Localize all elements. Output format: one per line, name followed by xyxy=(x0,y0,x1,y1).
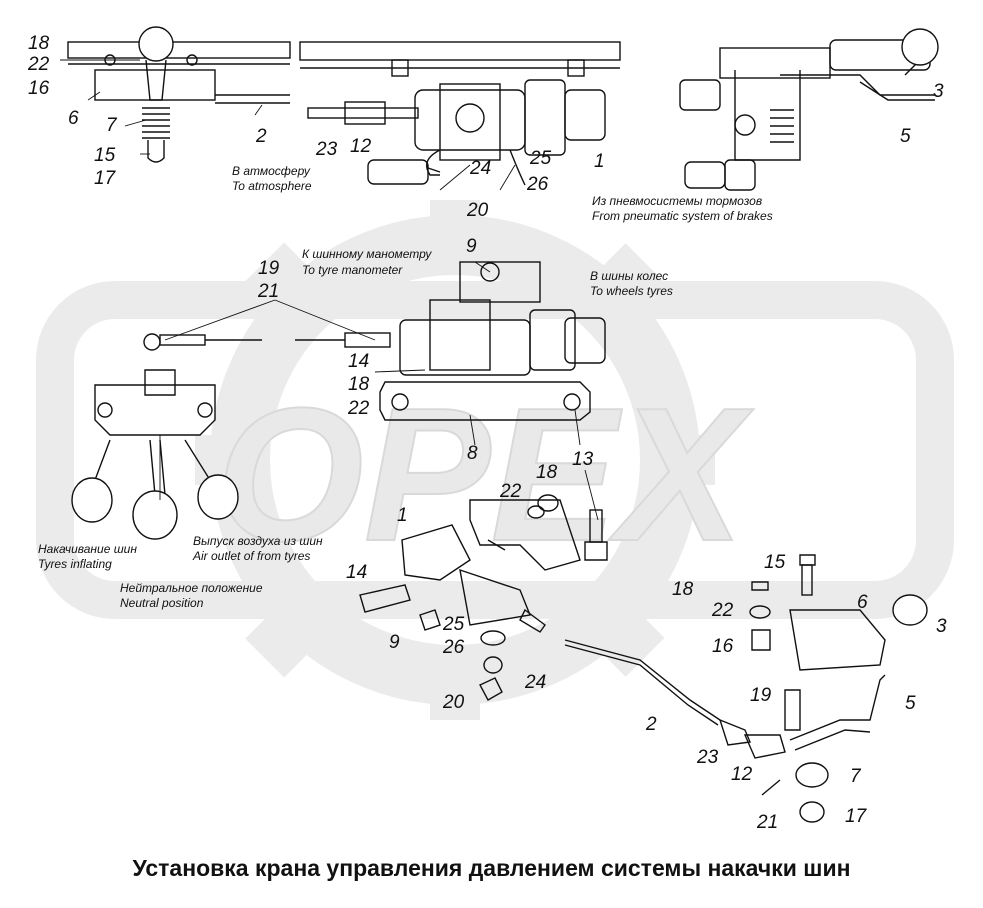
callout-14: 14 xyxy=(346,562,368,583)
callout-2: 2 xyxy=(256,126,267,147)
callout-7: 7 xyxy=(106,115,117,136)
page-title: Установка крана управления давлением сис… xyxy=(132,855,851,881)
callout-20: 20 xyxy=(443,692,465,713)
callout-14: 14 xyxy=(348,351,370,372)
watermark-logo: OPEX xyxy=(36,200,954,720)
callout-2: 2 xyxy=(646,714,657,735)
callout-7: 7 xyxy=(850,766,861,787)
top-center-view xyxy=(299,41,621,186)
callout-16: 16 xyxy=(28,78,50,99)
callout-6: 6 xyxy=(68,108,79,129)
callout-16: 16 xyxy=(712,636,734,657)
callout-21: 21 xyxy=(258,281,280,302)
callout-1: 1 xyxy=(397,505,408,526)
top-right-view xyxy=(679,28,939,191)
callout-12: 12 xyxy=(731,764,753,785)
callout-15: 15 xyxy=(764,552,786,573)
callout-17: 17 xyxy=(94,168,116,189)
label-from-brakes-ru: Из пневмосистемы тормозов xyxy=(592,194,763,208)
svg-text:OPEX: OPEX xyxy=(216,369,754,581)
label-neutral-ru: Нейтральное положение xyxy=(120,581,263,595)
callout-18: 18 xyxy=(348,374,370,395)
label-to-tyres-ru: В шины колес xyxy=(590,269,669,283)
label-inflating-ru: Накачивание шин xyxy=(38,542,137,556)
callout-26: 26 xyxy=(443,637,465,658)
callout-15: 15 xyxy=(94,145,116,166)
middle-view xyxy=(143,261,606,421)
callout-8: 8 xyxy=(467,443,478,464)
callout-19: 19 xyxy=(258,258,280,279)
callout-1: 1 xyxy=(594,151,605,172)
callout-12: 12 xyxy=(350,136,372,157)
label-to-atmosphere-ru: В атмосферу xyxy=(232,164,310,178)
callout-18: 18 xyxy=(536,462,558,483)
label-outlet-en: Air outlet of from tyres xyxy=(193,549,311,563)
leader-lines xyxy=(60,59,599,521)
callout-22: 22 xyxy=(28,54,50,75)
callout-26: 26 xyxy=(527,174,549,195)
lever-positions xyxy=(71,369,239,540)
callout-21: 21 xyxy=(757,812,779,833)
callout-20: 20 xyxy=(467,200,489,221)
label-to-atmosphere-en: To atmosphere xyxy=(232,179,312,193)
label-outlet-ru: Выпуск воздуха из шин xyxy=(193,534,323,548)
callout-3: 3 xyxy=(936,616,947,637)
callout-18: 18 xyxy=(28,33,50,54)
callout-9: 9 xyxy=(389,632,400,653)
exploded-view xyxy=(359,494,928,823)
callout-22: 22 xyxy=(500,481,522,502)
callout-25: 25 xyxy=(443,614,465,635)
label-neutral-en: Neutral position xyxy=(120,596,204,610)
callout-23: 23 xyxy=(316,139,338,160)
label-to-tyres-en: To wheels tyres xyxy=(590,284,673,298)
callout-17: 17 xyxy=(845,806,867,827)
callout-5: 5 xyxy=(905,693,916,714)
label-inflating-en: Tyres inflating xyxy=(38,557,112,571)
callout-19: 19 xyxy=(750,685,772,706)
callout-5: 5 xyxy=(900,126,911,147)
callout-24: 24 xyxy=(525,672,547,693)
callout-22: 22 xyxy=(348,398,370,419)
callout-6: 6 xyxy=(857,592,868,613)
callout-24: 24 xyxy=(470,158,492,179)
callout-18: 18 xyxy=(672,579,694,600)
label-to-manometer-en: To tyre manometer xyxy=(302,263,403,277)
label-to-manometer-ru: К шинному манометру xyxy=(302,247,432,261)
callout-13: 13 xyxy=(572,449,594,470)
callout-25: 25 xyxy=(530,148,552,169)
callout-3: 3 xyxy=(933,81,944,102)
label-from-brakes-en: From pneumatic system of brakes xyxy=(592,209,773,223)
callout-9: 9 xyxy=(466,236,477,257)
callout-23: 23 xyxy=(697,747,719,768)
callout-22: 22 xyxy=(712,600,734,621)
